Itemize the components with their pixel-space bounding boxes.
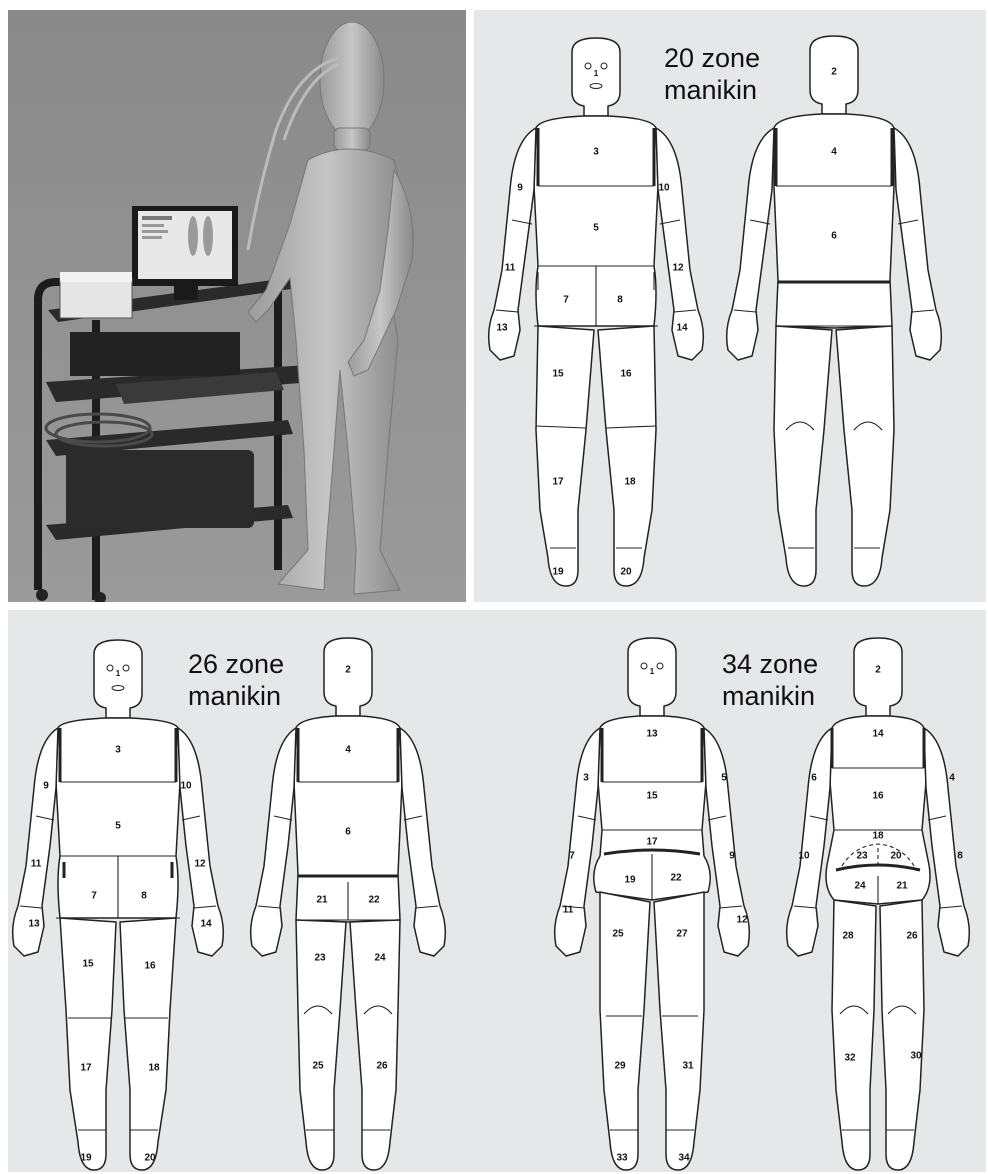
zone-label: 26	[906, 931, 918, 942]
zone-label: 28	[842, 931, 854, 942]
zone-label: 10	[180, 781, 192, 792]
zone-label: 5	[115, 821, 121, 832]
zone-label: 19	[552, 567, 564, 578]
zone-label: 25	[612, 929, 624, 940]
zone-label: 1	[594, 69, 599, 78]
zone-label: 4	[949, 773, 955, 784]
zone-label: 15	[552, 369, 564, 380]
zone-label: 15	[82, 959, 94, 970]
zone-label: 10	[798, 851, 810, 862]
monitor	[132, 206, 238, 300]
zone-label: 24	[854, 881, 866, 892]
zone-label: 19	[624, 875, 636, 886]
zone-label: 14	[872, 729, 884, 740]
zone-label: 8	[617, 295, 623, 306]
zone-label: 3	[115, 745, 121, 756]
zone-label: 25	[312, 1061, 324, 1072]
zone-label: 18	[872, 831, 884, 842]
manikin-26-34-zone-panel: 26 zone manikin 34 zone manikin 1 3 5	[8, 610, 986, 1172]
zone-label: 1	[650, 667, 655, 676]
zone-label: 17	[552, 477, 564, 488]
manikin-front-34	[555, 638, 750, 1170]
zone-label: 32	[844, 1053, 856, 1064]
zone-label: 20	[620, 567, 632, 578]
zone-label: 3	[583, 773, 589, 784]
zone-label: 18	[148, 1063, 160, 1074]
zone-label: 13	[496, 323, 508, 334]
manikin-back-20	[727, 36, 942, 586]
zone-label: 8	[141, 891, 147, 902]
zone-label: 11	[563, 905, 574, 916]
zone-label: 20	[890, 851, 902, 862]
zone-label: 22	[368, 895, 380, 906]
zone-label: 5	[721, 773, 727, 784]
zone-label: 6	[345, 827, 351, 838]
zone-label: 33	[616, 1153, 628, 1164]
thermal-manikin-photo-icon	[8, 10, 466, 602]
zone-label: 1	[116, 669, 121, 678]
zone-label: 22	[670, 873, 682, 884]
computer	[70, 332, 240, 376]
zone-label: 12	[194, 859, 206, 870]
zone-label: 16	[872, 791, 884, 802]
zone-label: 18	[624, 477, 636, 488]
zone-label: 3	[593, 147, 599, 158]
zone-label: 6	[831, 231, 837, 242]
zone-label: 14	[676, 323, 688, 334]
zone-label: 20	[144, 1153, 156, 1164]
zone-label: 19	[80, 1153, 92, 1164]
manikin-20-zone-panel: 20 zone manikin 1 3 5 9	[474, 10, 986, 602]
zone-label: 9	[517, 183, 523, 194]
zone-label: 8	[957, 851, 963, 862]
zone-label: 7	[563, 295, 569, 306]
zone-label: 31	[682, 1061, 694, 1072]
zone-label: 21	[896, 881, 908, 892]
zone-label: 2	[875, 665, 881, 676]
zone-label: 17	[80, 1063, 92, 1074]
zone-label: 5	[593, 223, 599, 234]
manikin-photo-panel	[8, 10, 466, 602]
zone-label: 6	[811, 773, 817, 784]
zone-label: 12	[672, 263, 684, 274]
zone-label: 13	[28, 919, 40, 930]
zone-label: 29	[614, 1061, 626, 1072]
zone-label: 4	[345, 745, 351, 756]
zone-label: 14	[200, 919, 212, 930]
zone-label: 17	[646, 837, 658, 848]
zone-label: 7	[569, 851, 575, 862]
zone-label: 10	[658, 183, 670, 194]
zone-label: 11	[31, 859, 42, 870]
zone-label: 16	[144, 961, 156, 972]
zone-label: 21	[316, 895, 328, 906]
zone-label: 30	[910, 1051, 922, 1062]
zone-label: 2	[345, 665, 351, 676]
zone-label: 9	[729, 851, 735, 862]
zone-label: 24	[374, 953, 386, 964]
zone-label: 34	[678, 1153, 690, 1164]
storage-case	[66, 450, 254, 528]
zone-label: 7	[91, 891, 97, 902]
zone-label: 26	[376, 1061, 388, 1072]
zone-label: 23	[856, 851, 868, 862]
zone-label: 11	[505, 263, 516, 274]
zone-label: 9	[43, 781, 49, 792]
zone-label: 16	[620, 369, 632, 380]
zone-label: 27	[676, 929, 688, 940]
zone-label: 12	[736, 915, 748, 926]
zone-label: 4	[831, 147, 837, 158]
zone-label: 23	[314, 953, 326, 964]
zone-label: 2	[831, 67, 837, 78]
zone-label: 15	[646, 791, 658, 802]
data-logger	[60, 272, 132, 318]
zone-label: 13	[646, 729, 658, 740]
